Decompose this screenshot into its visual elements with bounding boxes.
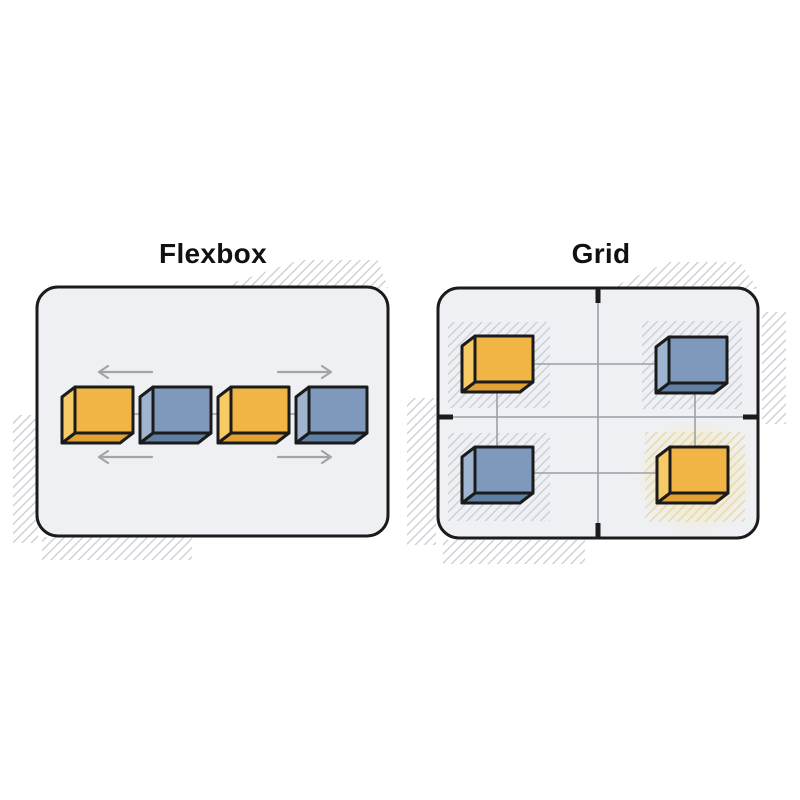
grid-cell-2-blue-box — [654, 335, 729, 395]
flexbox-items — [60, 385, 369, 445]
hatch-patch-flexbox-left — [13, 415, 38, 543]
flexbox-item-4-blue-box — [294, 385, 369, 445]
flexbox-item-1-yellow-box — [60, 385, 135, 445]
outer-hatching — [13, 260, 786, 564]
box-front-face — [73, 385, 135, 435]
hatch-patch-flexbox-bottom — [42, 537, 192, 560]
box-side-face — [294, 385, 311, 445]
flexbox-item-2-blue-box — [138, 385, 213, 445]
flexbox-arrow-2-right-icon — [276, 364, 333, 380]
hatch-patch-grid-left — [407, 398, 436, 545]
box-side-face — [60, 385, 77, 445]
box-front-face — [473, 445, 535, 495]
grid-ticks — [439, 289, 757, 537]
box-side-face — [460, 334, 477, 394]
grid-cell-1-yellow-box — [460, 334, 535, 394]
box-front-face — [151, 385, 213, 435]
box-side-face — [138, 385, 155, 445]
grid-title: Grid — [571, 238, 631, 269]
box-front-face — [473, 334, 535, 384]
hatch-patch-flexbox-top-right — [218, 260, 388, 288]
hatch-patch-grid-right — [762, 312, 786, 424]
flexbox-arrow-3-left-icon — [97, 449, 154, 465]
box-front-face — [229, 385, 291, 435]
flexbox-item-3-yellow-box — [216, 385, 291, 445]
flexbox-arrows — [97, 364, 333, 465]
flexbox-title: Flexbox — [159, 238, 267, 269]
hatch-patch-grid-bottom — [443, 540, 585, 564]
box-side-face — [216, 385, 233, 445]
box-front-face — [667, 335, 729, 385]
box-side-face — [460, 445, 477, 505]
grid-cell-4-yellow-box — [655, 445, 730, 505]
box-front-face — [668, 445, 730, 495]
grid-items — [460, 334, 730, 505]
box-side-face — [654, 335, 671, 395]
hatch-patch-grid-top-right — [608, 262, 758, 289]
box-side-face — [655, 445, 672, 505]
flexbox-arrow-1-left-icon — [97, 364, 154, 380]
box-front-face — [307, 385, 369, 435]
grid-cell-3-blue-box — [460, 445, 535, 505]
flexbox-arrow-4-right-icon — [276, 449, 333, 465]
